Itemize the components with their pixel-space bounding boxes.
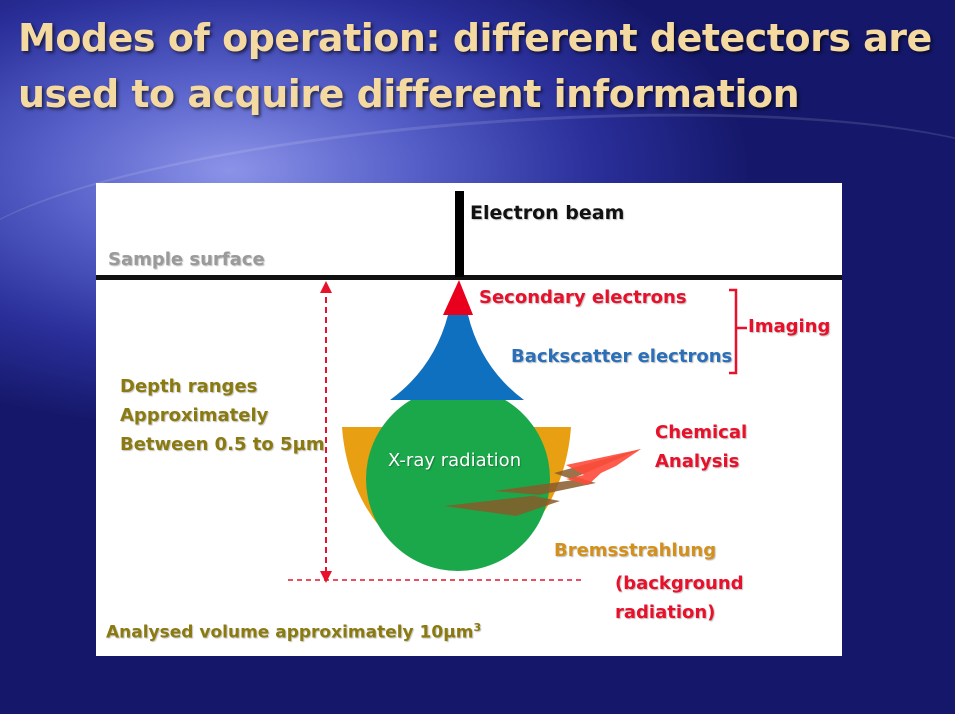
depth-line-1: Depth ranges xyxy=(120,376,258,397)
slide-title: Modes of operation: different detectors … xyxy=(18,16,932,116)
imaging-label: Imaging xyxy=(748,316,831,337)
interaction-volume-diagram xyxy=(96,191,842,583)
background-line-2: radiation) xyxy=(615,602,716,623)
background-radiation-label: (background radiation) xyxy=(615,569,744,627)
depth-line-2: Approximately xyxy=(120,405,269,426)
lightning-bolt-red xyxy=(566,449,641,485)
diagram-panel: Electron beam Sample surface Secondary e… xyxy=(96,183,842,656)
backscatter-electrons-label: Backscatter electrons xyxy=(511,346,733,367)
xray-region xyxy=(366,387,550,571)
depth-line-3: Between 0.5 to 5µm xyxy=(120,434,325,455)
electron-beam xyxy=(455,191,464,277)
backscatter-region xyxy=(390,315,524,400)
depth-arrow-down xyxy=(320,571,332,583)
bremsstrahlung-label: Bremsstrahlung xyxy=(554,540,717,561)
sample-surface-label: Sample surface xyxy=(108,249,265,270)
electron-beam-label: Electron beam xyxy=(470,202,625,224)
sample-surface-line xyxy=(96,275,842,280)
chemical-line-2: Analysis xyxy=(655,451,740,472)
secondary-region xyxy=(443,280,473,315)
imaging-bracket xyxy=(729,288,738,375)
depth-ranges-label: Depth ranges Approximately Between 0.5 t… xyxy=(120,372,325,459)
background-line-1: (background xyxy=(615,573,744,594)
chemical-analysis-label: Chemical Analysis xyxy=(655,418,747,476)
chemical-line-1: Chemical xyxy=(655,422,748,443)
xray-radiation-label: X-ray radiation xyxy=(388,450,522,471)
depth-arrow-up xyxy=(320,281,332,293)
analysed-volume-exponent: 3 xyxy=(473,621,482,634)
analysed-volume-label: Analysed volume approximately 10µm3 xyxy=(106,621,481,643)
secondary-electrons-label: Secondary electrons xyxy=(479,287,687,308)
analysed-volume-text: Analysed volume approximately 10µm xyxy=(106,622,474,643)
